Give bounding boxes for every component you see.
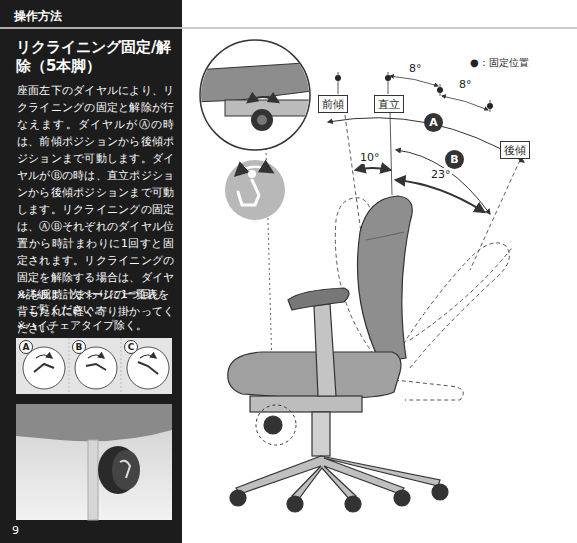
drawing-g bbox=[34, 355, 158, 374]
drawing-circle bbox=[248, 170, 256, 178]
angle-label: 23° bbox=[430, 168, 452, 181]
circled-letter: B bbox=[445, 150, 464, 169]
drawing-line bbox=[490, 100, 491, 112]
angle-label: 8° bbox=[458, 78, 473, 91]
drawing-rect bbox=[250, 396, 362, 412]
drawing-circle bbox=[394, 490, 410, 506]
drawing-line bbox=[390, 113, 392, 195]
drawing-rect bbox=[16, 404, 172, 520]
drawing-circle bbox=[432, 484, 448, 500]
drawing-line bbox=[0, 28, 577, 29]
drawing-path bbox=[236, 456, 440, 500]
drawing-path bbox=[86, 364, 106, 370]
drawing-line bbox=[0, 28, 182, 29]
callout-letter: A bbox=[429, 116, 438, 129]
drawing-path bbox=[195, 62, 320, 102]
drawing-path bbox=[248, 97, 278, 102]
drawing-path bbox=[36, 355, 52, 358]
drawing-rect bbox=[16, 338, 172, 394]
section-title: リクライニング固定/解除（5本脚） bbox=[16, 38, 176, 76]
drawing-g bbox=[23, 347, 169, 389]
drawing-path bbox=[392, 243, 509, 368]
legend-note: ●：固定位置 bbox=[470, 56, 529, 70]
drawing-circle bbox=[256, 405, 296, 445]
drawing-circle bbox=[345, 496, 361, 512]
drawing-g bbox=[228, 196, 448, 512]
drawing-path bbox=[88, 355, 104, 358]
angle-label: 8° bbox=[408, 62, 423, 75]
drawing-line bbox=[440, 84, 441, 96]
position-box: 後傾 bbox=[500, 141, 530, 159]
position-label: 後傾 bbox=[504, 144, 526, 156]
drawing-path bbox=[228, 352, 401, 398]
drawing-path bbox=[140, 355, 156, 358]
drawing-g bbox=[195, 62, 320, 131]
section-header: 操作方法 bbox=[14, 8, 62, 25]
drawing-g bbox=[335, 75, 493, 109]
drawing-circle bbox=[225, 160, 285, 220]
drawing-path bbox=[120, 461, 130, 478]
callout-letter: B bbox=[76, 342, 83, 352]
drawing-line bbox=[69, 338, 70, 394]
drawing-circle bbox=[230, 490, 246, 506]
drawing-line bbox=[338, 72, 339, 94]
drawing-g bbox=[236, 167, 272, 205]
drawing-line bbox=[388, 72, 389, 94]
circled-letter: B bbox=[72, 340, 86, 354]
angle-label: 10° bbox=[359, 151, 381, 164]
drawing-path bbox=[358, 196, 413, 362]
drawing-path bbox=[390, 76, 438, 86]
drawing-circle bbox=[264, 416, 282, 434]
note: ※詳細は、次ページの一覧表をご覧ください。 bbox=[17, 287, 174, 317]
page-number: 9 bbox=[12, 524, 19, 537]
drawing-rect bbox=[0, 0, 182, 543]
circled-letter: A bbox=[19, 340, 33, 354]
drawing-path bbox=[288, 288, 349, 310]
position-box: 直立 bbox=[374, 95, 404, 113]
drawing-path bbox=[410, 248, 512, 340]
drawing-circle bbox=[251, 109, 273, 131]
drawing-line bbox=[470, 160, 520, 270]
drawing-line bbox=[121, 338, 122, 394]
drawing-path bbox=[395, 380, 463, 400]
drawing-circle bbox=[23, 347, 65, 389]
drawing-path bbox=[314, 304, 336, 396]
note: ※ハイチェアタイプ除く。 bbox=[17, 318, 174, 333]
drawing-path bbox=[366, 232, 404, 240]
drawing-path bbox=[138, 362, 158, 374]
drawing-path bbox=[34, 364, 54, 372]
drawing-path bbox=[356, 168, 390, 170]
drawing-circle bbox=[257, 115, 267, 125]
callout-letter: B bbox=[450, 153, 458, 166]
drawing-path bbox=[442, 96, 488, 110]
position-label: 直立 bbox=[378, 98, 400, 110]
drawing-ellipse bbox=[112, 450, 140, 490]
drawing-g bbox=[328, 72, 524, 270]
drawing-path bbox=[243, 180, 259, 205]
drawing-rect bbox=[88, 440, 98, 520]
drawing-path bbox=[238, 192, 242, 205]
callout-letter: A bbox=[23, 342, 30, 352]
circled-letter: A bbox=[424, 113, 443, 132]
position-label: 前傾 bbox=[322, 98, 344, 110]
callout-letter: C bbox=[128, 342, 135, 352]
circled-letter: C bbox=[124, 340, 138, 354]
drawing-rect bbox=[312, 412, 330, 456]
position-box: 前傾 bbox=[318, 95, 348, 113]
drawing-line bbox=[345, 115, 362, 240]
drawing-path bbox=[16, 404, 172, 441]
drawing-circle bbox=[287, 496, 303, 512]
